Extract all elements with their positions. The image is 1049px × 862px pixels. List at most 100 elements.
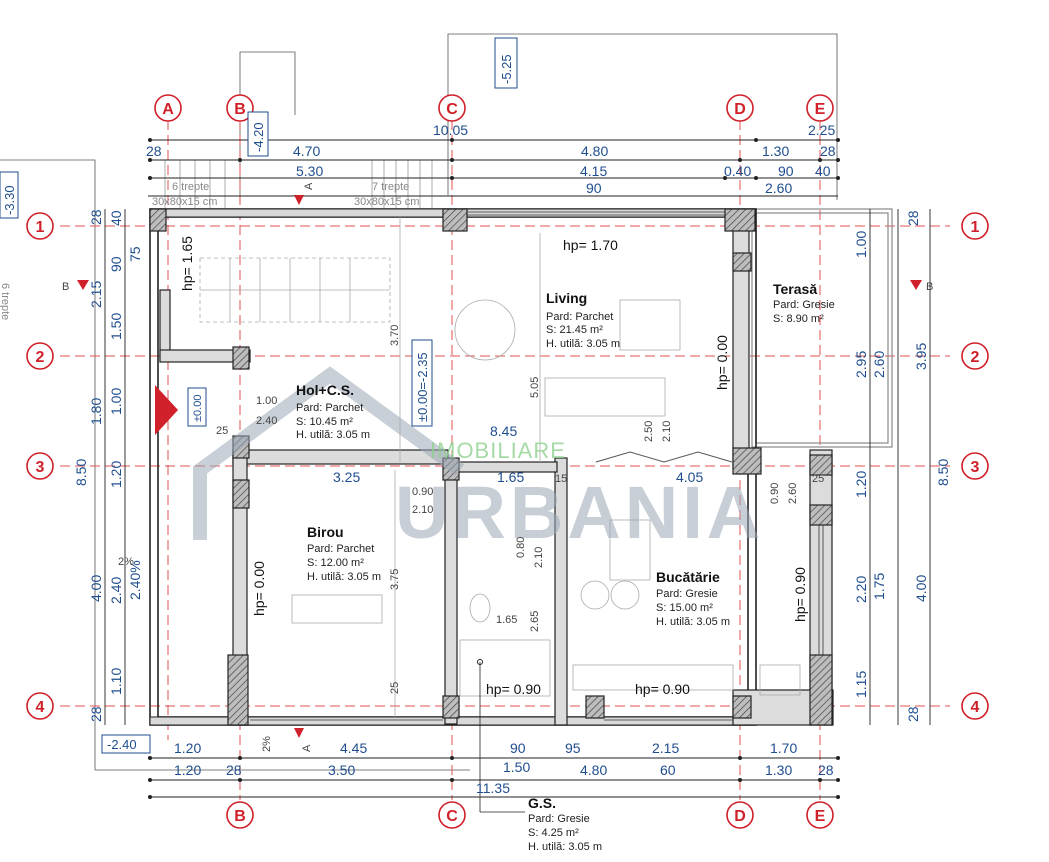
dim-bottom-r1-4: 2.15 bbox=[652, 740, 679, 756]
dim-left-6: 1.80 bbox=[88, 398, 104, 425]
axis-c-bottom: C bbox=[446, 808, 458, 825]
dim-bottom-r2-2: 3.50 bbox=[328, 762, 355, 778]
dim-bottom-r3-0: 11.35 bbox=[476, 780, 510, 796]
room-hol-floor: Pard: Parchet bbox=[296, 402, 363, 414]
room-bucatarie-name: Bucătărie bbox=[656, 569, 720, 585]
dim-right-7: 2.20 bbox=[853, 576, 869, 603]
axis-1-right: 1 bbox=[971, 219, 980, 236]
dim-bottom-r1-1: 4.45 bbox=[340, 740, 367, 756]
dim-int-18: 3.75 bbox=[389, 569, 401, 590]
dim-int-14: 0.80 bbox=[515, 537, 527, 558]
dim-left-7: 1.00 bbox=[108, 388, 124, 415]
axis-1-left: 1 bbox=[36, 219, 45, 236]
dim-top-r4-0: 90 bbox=[586, 180, 602, 196]
hp-living-right: hp= 0.00 bbox=[714, 335, 730, 390]
room-living-name: Living bbox=[546, 290, 587, 306]
entrance-arrow bbox=[155, 385, 178, 435]
section-a-bottom-label: A bbox=[301, 744, 313, 752]
level-hol: ±0.00 bbox=[192, 395, 204, 422]
folding-door bbox=[595, 451, 733, 463]
axis-c-top: C bbox=[446, 101, 458, 118]
dim-top-r2-0: 28 bbox=[146, 143, 162, 159]
dim-int-2: 25 bbox=[216, 425, 228, 437]
room-gs-name: G.S. bbox=[528, 795, 556, 811]
dim-left-1: 40 bbox=[108, 210, 124, 226]
walls bbox=[149, 208, 834, 726]
level-box-left: -3.30 bbox=[2, 185, 17, 215]
stairs-left-size: 30x80x15 cm bbox=[152, 196, 217, 208]
room-gs-area: S: 4.25 m² bbox=[528, 827, 579, 839]
axis-2-right: 2 bbox=[971, 349, 980, 366]
section-b-right-label: B bbox=[926, 281, 933, 293]
axis-a-top: A bbox=[162, 101, 174, 118]
dim-int-5: 8.45 bbox=[490, 423, 517, 439]
dim-top-r2-3: 1.30 bbox=[762, 143, 789, 159]
watermark: IMOBILIARE URBANIA bbox=[193, 366, 764, 554]
dim-int-6: 2.50 bbox=[643, 421, 655, 442]
dim-left-9: 1.20 bbox=[108, 461, 124, 488]
room-living-height: H. utilă: 3.05 m bbox=[546, 338, 620, 350]
dim-int-22: 25 bbox=[812, 473, 824, 485]
room-bucatarie-height: H. utilă: 3.05 m bbox=[656, 616, 730, 628]
hp-birou-left: hp= 0.00 bbox=[251, 561, 267, 616]
dim-bottom-r2-1: 28 bbox=[226, 762, 242, 778]
dim-top-r2-2: 4.80 bbox=[581, 143, 608, 159]
dim-left-0: 28 bbox=[88, 209, 104, 225]
dim-top-r3-3: 90 bbox=[778, 163, 794, 179]
dim-right-8: 1.75 bbox=[871, 573, 887, 600]
room-gs-floor: Pard: Gresie bbox=[528, 813, 590, 825]
room-hol-area: S: 10.45 m² bbox=[296, 416, 353, 428]
dim-bottom-r1-5: 1.70 bbox=[770, 740, 797, 756]
dim-bottom-r2-4: 4.80 bbox=[580, 762, 607, 778]
dim-bottom-r1-2: 90 bbox=[510, 740, 526, 756]
terrace-outline bbox=[751, 208, 893, 448]
room-living-area: S: 21.45 m² bbox=[546, 324, 603, 336]
axis-4-left: 4 bbox=[36, 699, 45, 716]
room-terasa-floor: Pard: Gresie bbox=[773, 299, 835, 311]
dim-bottom-r2-7: 28 bbox=[818, 762, 834, 778]
stairs-left-label: 6 trepte bbox=[172, 181, 209, 193]
hp-bucatarie-bottom: hp= 0.90 bbox=[635, 681, 690, 697]
dim-right-11: 28 bbox=[905, 706, 921, 722]
dim-top-r3-1: 4.15 bbox=[580, 163, 607, 179]
dim-left-4: 90 bbox=[108, 256, 124, 272]
section-b-right-arrow bbox=[910, 280, 922, 290]
dim-int-12: 0.90 bbox=[412, 486, 433, 498]
dim-left-13: 28 bbox=[88, 706, 104, 722]
room-hol-name: Hol+C.S. bbox=[296, 382, 354, 398]
dim-bottom-r2-5: 60 bbox=[660, 762, 676, 778]
dim-int-17: 2.65 bbox=[529, 611, 541, 632]
axis-b-top: B bbox=[234, 101, 246, 118]
dim-right-6: 1.20 bbox=[853, 471, 869, 498]
dim-left-3: 2.15 bbox=[88, 281, 104, 308]
dim-top-r3-0: 5.30 bbox=[296, 163, 323, 179]
dim-int-23: 2% bbox=[261, 736, 273, 752]
dim-right-5: 8.50 bbox=[935, 459, 951, 486]
dim-top-r3-4: 40 bbox=[815, 163, 831, 179]
level-center: ±0.00=-2.35 bbox=[415, 352, 430, 422]
room-bucatarie-area: S: 15.00 m² bbox=[656, 602, 713, 614]
room-terasa-name: Terasă bbox=[773, 281, 817, 297]
dim-bottom-r1-3: 95 bbox=[565, 740, 581, 756]
axis-e-top: E bbox=[815, 101, 826, 118]
dim-int-0: 1.00 bbox=[256, 395, 277, 407]
dim-int-4: 5.05 bbox=[529, 377, 541, 398]
dim-left-8: 8.50 bbox=[73, 459, 89, 486]
stairs-right-size: 30x80x15 cm bbox=[354, 196, 419, 208]
room-birou-floor: Pard: Parchet bbox=[307, 543, 374, 555]
svg-text:URBANIA: URBANIA bbox=[395, 471, 764, 554]
dim-right-4: 2.60 bbox=[871, 351, 887, 378]
dim-int-7: 2.10 bbox=[661, 421, 673, 442]
section-a-top-label: A bbox=[303, 182, 315, 190]
room-bucatarie-floor: Pard: Gresie bbox=[656, 588, 718, 600]
windows bbox=[250, 211, 824, 721]
axis-e-bottom: E bbox=[815, 808, 826, 825]
dim-int-8: 3.25 bbox=[333, 469, 360, 485]
room-terasa-area: S: 8.90 m² bbox=[773, 313, 824, 325]
level-box-bottom: -2.40 bbox=[107, 737, 137, 752]
svg-text:IMOBILIARE: IMOBILIARE bbox=[430, 438, 566, 463]
dim-int-1: 2.40 bbox=[256, 415, 277, 427]
level-box-top: -5.25 bbox=[499, 54, 514, 84]
dim-right-1: 1.00 bbox=[853, 231, 869, 258]
axis-d-top: D bbox=[734, 101, 746, 118]
